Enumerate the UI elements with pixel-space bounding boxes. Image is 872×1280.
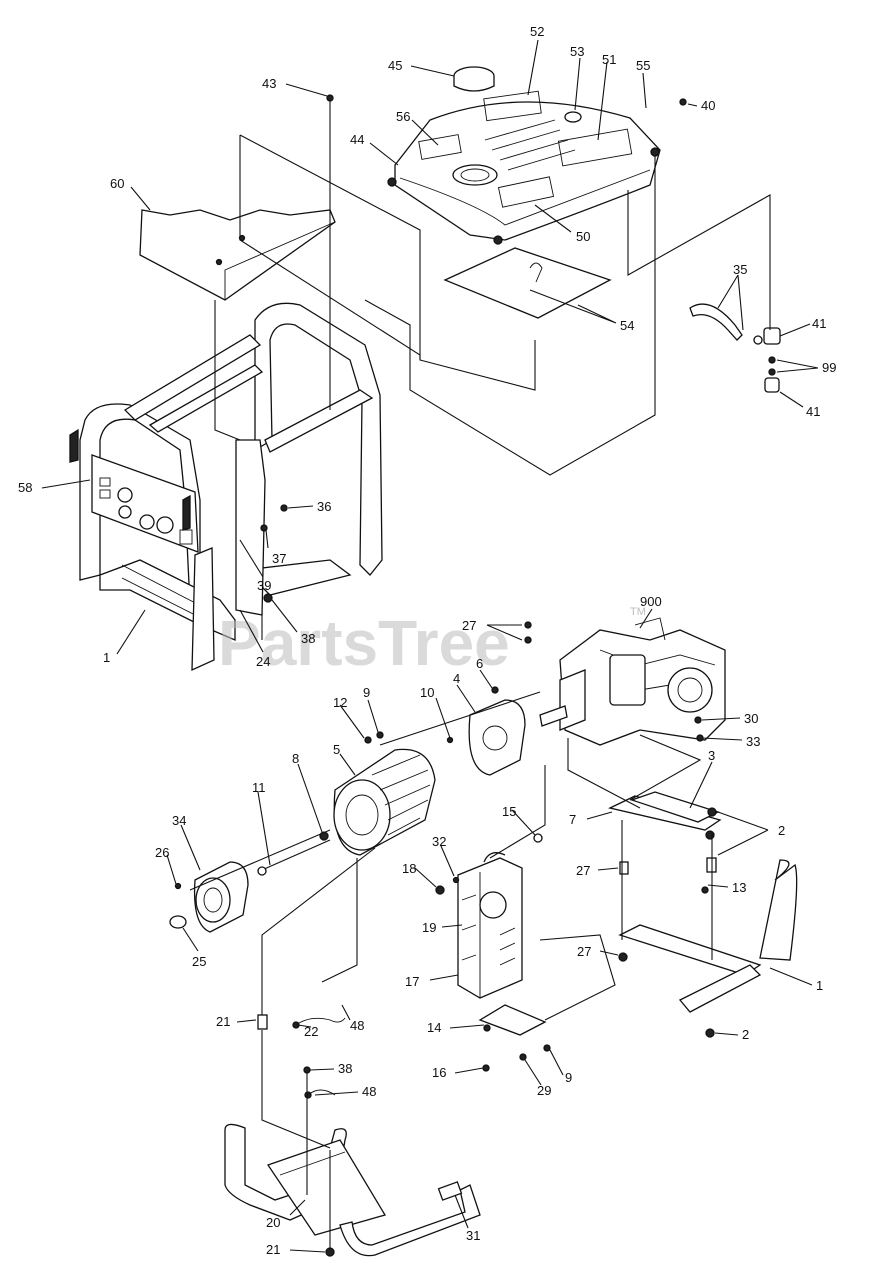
callout-label: 3 — [708, 748, 715, 763]
callout-label: 900 — [640, 594, 662, 609]
muffler — [457, 852, 523, 999]
callout-label: 39 — [257, 578, 271, 593]
callout-label: 14 — [427, 1020, 441, 1035]
callout-label: 27 — [576, 863, 590, 878]
callout-label: 38 — [338, 1061, 352, 1076]
callout-label: 1 — [816, 978, 823, 993]
callout-label: 53 — [570, 44, 584, 59]
callout-label: 60 — [110, 176, 124, 191]
callout-label: 52 — [530, 24, 544, 39]
callout-label: 29 — [537, 1083, 551, 1098]
fuel-valve — [763, 327, 781, 393]
watermark: PartsTree TM — [218, 606, 646, 679]
callout-label: 12 — [333, 695, 347, 710]
callout-label: 8 — [292, 751, 299, 766]
callout-label: 51 — [602, 52, 616, 67]
callout-label: 34 — [172, 813, 186, 828]
callout-label: 31 — [466, 1228, 480, 1243]
callout-label: 7 — [569, 812, 576, 827]
callout-label: 54 — [620, 318, 634, 333]
callout-label: 37 — [272, 551, 286, 566]
callout-label: 41 — [812, 316, 826, 331]
assembly-lines — [189, 134, 771, 1250]
callout-label: 33 — [746, 734, 760, 749]
callout-label: 45 — [388, 58, 402, 73]
callout-label: 25 — [192, 954, 206, 969]
callout-label: 32 — [432, 834, 446, 849]
callout-label: 20 — [266, 1215, 280, 1230]
callout-labels: 52 53 45 51 55 43 40 56 44 60 50 35 54 4… — [18, 24, 836, 1257]
callout-label: 16 — [432, 1065, 446, 1080]
upper-frame — [69, 302, 383, 672]
callout-label: 48 — [362, 1084, 376, 1099]
callout-label: 27 — [462, 618, 476, 633]
callout-label: 30 — [744, 711, 758, 726]
control-panel-bracket — [139, 209, 336, 301]
small-fasteners — [174, 94, 717, 1072]
engine — [539, 617, 726, 746]
callout-leaders — [41, 39, 819, 1253]
callout-label: 18 — [402, 861, 416, 876]
callout-label: 10 — [420, 685, 434, 700]
callout-label: 43 — [262, 76, 276, 91]
fuel-line — [689, 303, 763, 345]
svg-text:PartsTree: PartsTree — [218, 607, 510, 679]
callout-label: 1 — [103, 650, 110, 665]
callout-label: 15 — [502, 804, 516, 819]
callout-label: 9 — [565, 1070, 572, 1085]
callout-label: 11 — [252, 780, 266, 795]
muffler-bracket — [478, 1004, 547, 1036]
callout-label: 21 — [266, 1242, 280, 1257]
bearing-carrier — [468, 686, 526, 776]
callout-label: 38 — [301, 631, 315, 646]
callout-label: 99 — [822, 360, 836, 375]
svg-text:TM: TM — [630, 606, 646, 618]
fuel-tank — [387, 90, 661, 245]
callout-label: 2 — [742, 1027, 749, 1042]
gas-cap — [453, 66, 495, 92]
callout-label: 36 — [317, 499, 331, 514]
callout-label: 55 — [636, 58, 650, 73]
callout-label: 41 — [806, 404, 820, 419]
callout-label: 58 — [18, 480, 32, 495]
callout-label: 2 — [778, 823, 785, 838]
callout-label: 5 — [333, 742, 340, 757]
cradle-front — [608, 791, 798, 1038]
cradle-rear — [224, 1066, 481, 1257]
callout-label: 44 — [350, 132, 364, 147]
through-bolt — [257, 831, 331, 876]
callout-label: 26 — [155, 845, 169, 860]
callout-label: 4 — [453, 671, 460, 686]
tank-pad — [443, 247, 612, 319]
callout-label: 35 — [733, 262, 747, 277]
callout-label: 6 — [476, 656, 483, 671]
callout-label: 48 — [350, 1018, 364, 1033]
callout-label: 27 — [577, 944, 591, 959]
alternator-stator — [333, 748, 436, 856]
callout-label: 22 — [304, 1024, 318, 1039]
callout-label: 9 — [363, 685, 370, 700]
callout-label: 50 — [576, 229, 590, 244]
callout-label: 13 — [732, 880, 746, 895]
callout-label: 24 — [256, 654, 270, 669]
callout-label: 17 — [405, 974, 419, 989]
callout-label: 21 — [216, 1014, 230, 1029]
callout-label: 56 — [396, 109, 410, 124]
callout-label: 19 — [422, 920, 436, 935]
rear-bearing-cover — [169, 861, 249, 933]
callout-label: 40 — [701, 98, 715, 113]
